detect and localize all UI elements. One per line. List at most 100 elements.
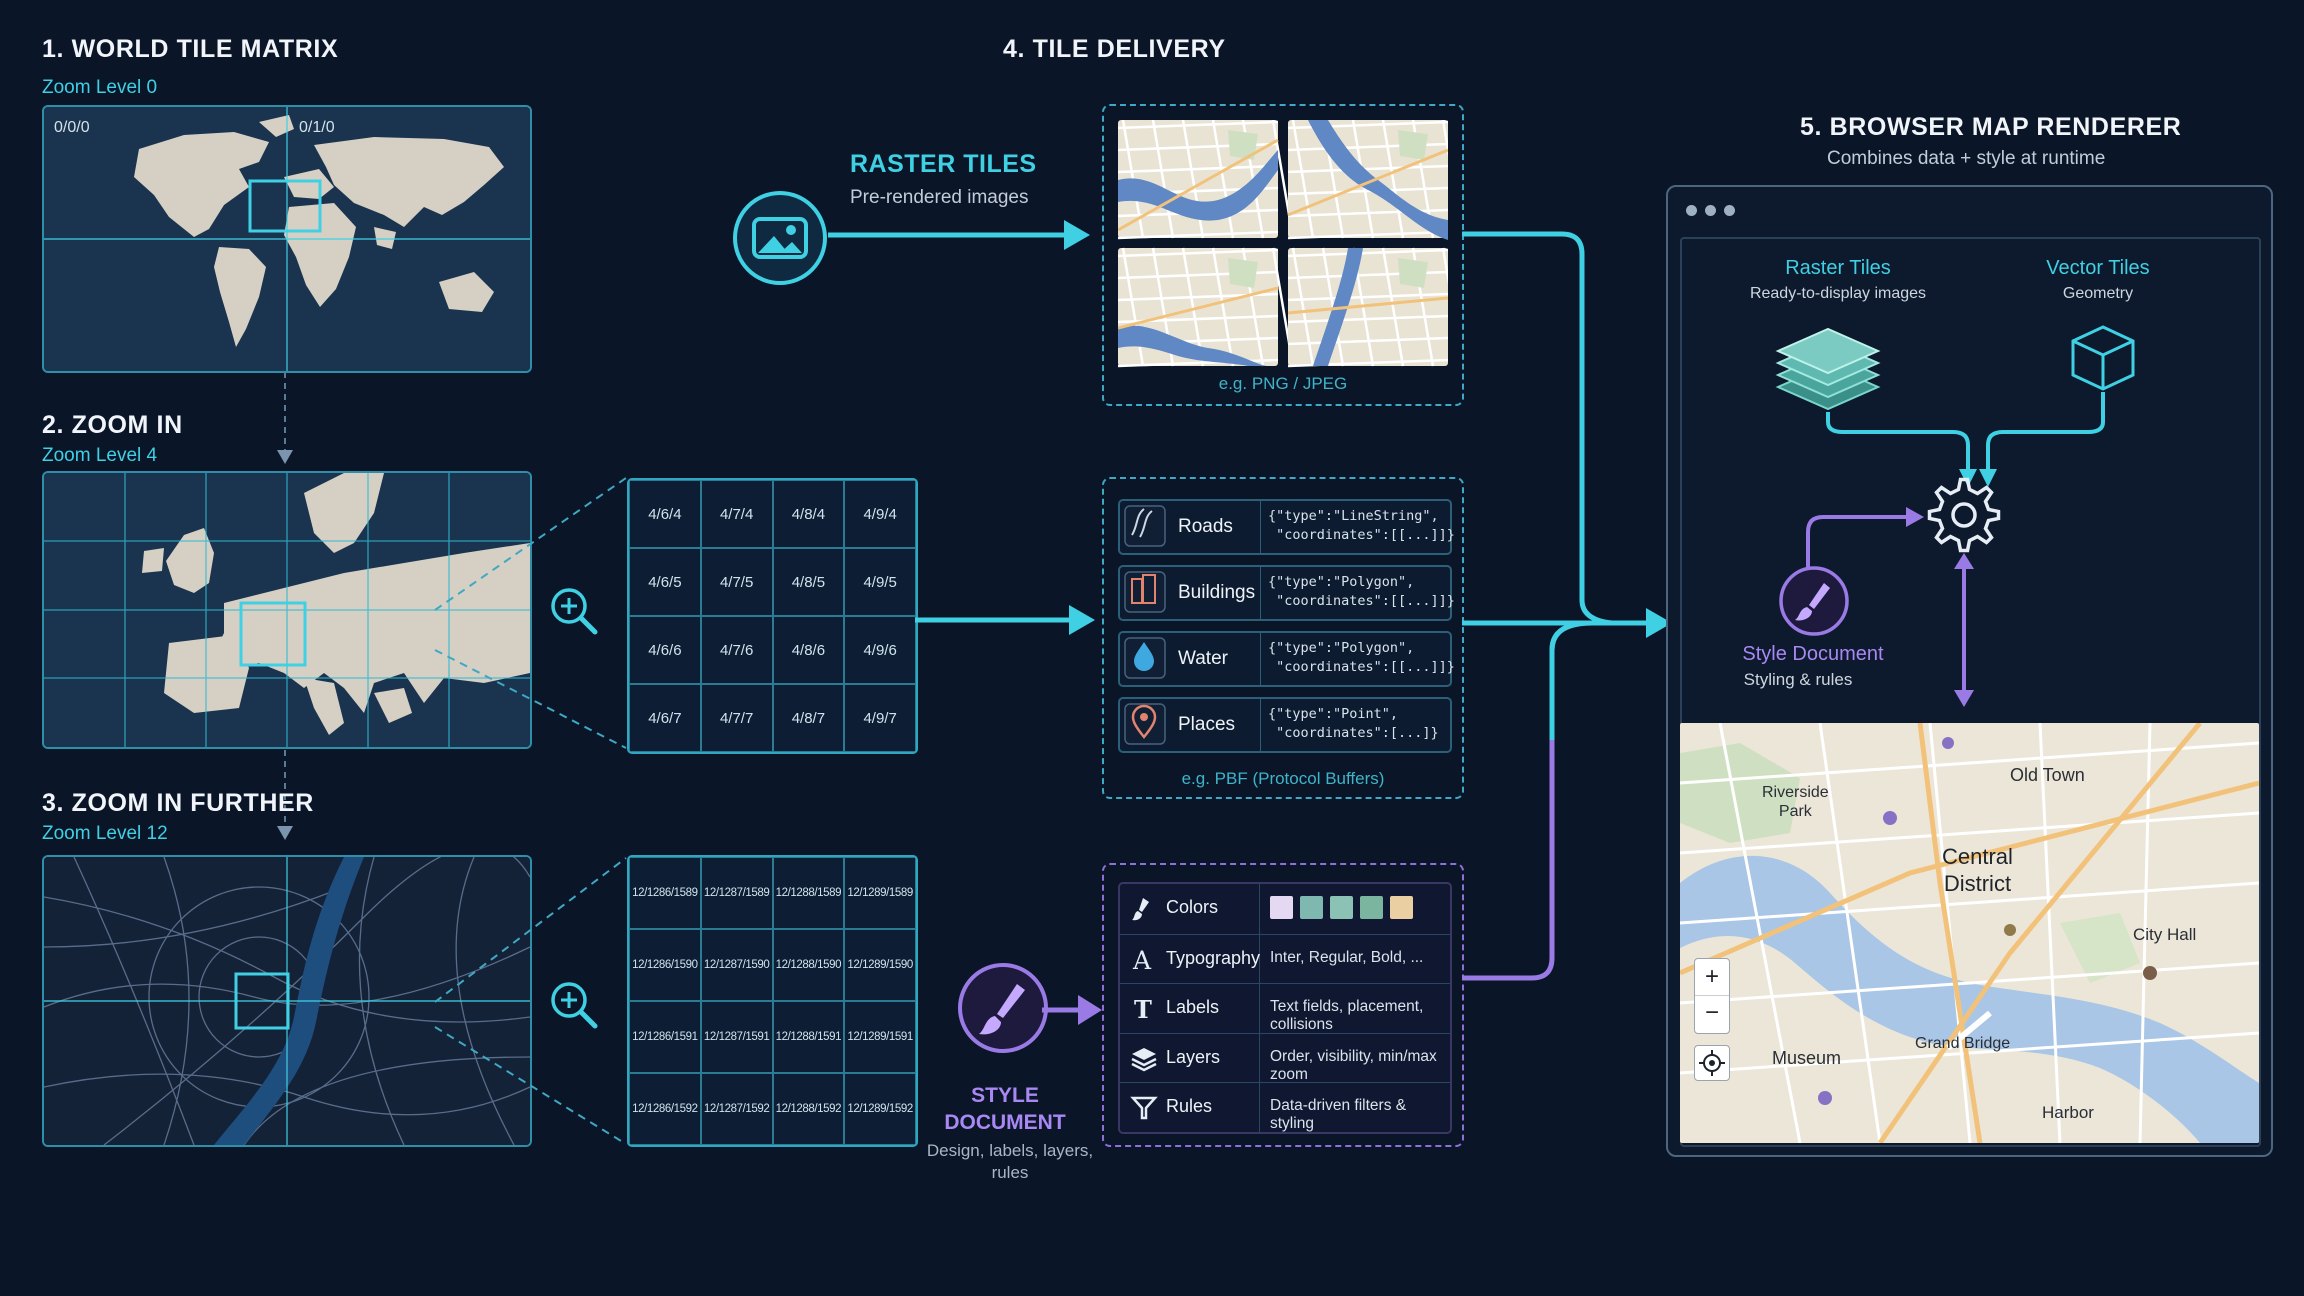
window-dot-icon[interactable] [1705,205,1716,216]
zoom-12-tile: 12/1287/1589 [700,857,773,929]
map-label-city-hall: City Hall [2133,925,2197,944]
color-swatch [1390,896,1413,919]
vector-layer-geometry: {"type":"Polygon", "coordinates":[[...]]… [1268,640,1455,675]
browser-viewport [1680,237,2261,1147]
zoom-12-tile: 12/1289/1589 [844,857,916,929]
map-zoom-in-button[interactable]: + [1695,959,1729,996]
tile-label-0-0-0: 0/0/0 [54,119,90,136]
buildings-icon [1124,571,1166,613]
zoom-12-tile: 12/1286/1592 [629,1073,701,1145]
zoom-12-tile: 12/1289/1590 [844,929,916,1001]
vector-layer-label: Water [1178,648,1228,669]
gear-icon [1927,477,2001,553]
world-tile-map: 0/0/0 0/1/0 [42,105,532,373]
zoom-12-tile: 12/1289/1591 [844,1001,916,1073]
renderer-vector-subtitle: Geometry [2062,285,2134,302]
filter-icon [1130,1097,1158,1120]
color-swatch [1360,896,1383,919]
renderer-style-subtitle: Styling & rules [1743,670,1853,689]
raster-arrow [828,220,1090,250]
renderer-flow-graphic [1775,325,2135,707]
vector-layer-row: Roads {"type":"LineString", "coordinates"… [1118,499,1455,555]
zoom-4-tile: 4/6/5 [629,548,701,616]
zoom-4-tile: 4/8/4 [772,480,845,548]
color-swatch [1270,896,1293,919]
map-label-riverside-line2: Park [1778,803,1812,820]
section-1-zoom-level: Zoom Level 0 [42,77,158,98]
window-dot-icon[interactable] [1724,205,1735,216]
vector-layer-geometry: {"type":"LineString", "coordinates":[[..… [1268,508,1455,543]
renderer-vector-title: Vector Tiles [2046,257,2150,279]
color-swatches [1270,896,1413,919]
zoom-12-tile: 12/1288/1592 [772,1073,845,1145]
zoom-4-tile: 4/6/6 [629,616,701,684]
paintbrush-icon [958,963,1048,1053]
world-map-graphic [44,107,530,371]
vector-layer-label: Roads [1178,516,1233,537]
roads-icon [1124,505,1166,547]
vector-arrow [915,605,1095,635]
style-rule-row: A Typography Inter, Regular, Bold, ... [1120,933,1450,984]
style-rule-value: Inter, Regular, Bold, ... [1270,948,1424,966]
raster-tiles-subtitle: Pre-rendered images [850,187,1029,208]
vector-layer-geometry: {"type":"Point", "coordinates":[...]} [1268,706,1439,741]
vector-row-divider [1260,567,1261,619]
window-dot-icon[interactable] [1686,205,1697,216]
layers-icon [1131,1047,1157,1072]
typography-icon: A [1132,946,1152,975]
zoom-4-tile: 4/6/4 [629,480,701,548]
vector-format-label: e.g. PBF (Protocol Buffers) [1181,769,1385,788]
zoom-4-tile: 4/8/6 [772,616,845,684]
zoom-4-tile: 4/9/6 [844,616,916,684]
image-icon [733,191,827,285]
browser-window: Raster Tiles Ready-to-display images Vec… [1666,185,2273,1157]
section-4-title: 4. TILE DELIVERY [1003,35,1226,63]
vector-layer-row: Buildings {"type":"Polygon", "coordinates… [1118,565,1455,621]
zoom-12-tile: 12/1287/1590 [700,929,773,1001]
renderer-style-title: Style Document [1742,643,1884,665]
zoom-focus-box-1 [248,179,322,233]
europe-map-graphic [44,473,530,747]
section-3-zoom-level: Zoom Level 12 [42,823,168,844]
europe-tile-map [42,471,532,749]
zoom-4-tile: 4/9/5 [844,548,916,616]
style-rule-value: Text fields, placement, collisions [1270,998,1424,1034]
connector-down-2 [277,750,293,840]
style-rule-label: Rules [1166,1096,1213,1117]
vector-layer-label: Buildings [1178,582,1256,603]
zoom-4-tile: 4/9/4 [844,480,916,548]
color-swatch [1330,896,1353,919]
rendered-map-graphic [1680,723,2259,1143]
zoom-4-tile: 4/7/7 [700,684,773,752]
raster-tile-image [1118,120,1295,240]
zoom-4-tile: 4/9/7 [844,684,916,752]
map-label-old-town: Old Town [2010,765,2085,785]
zoom-focus-box-3 [234,972,290,1030]
merge-connectors [1462,231,1672,981]
vector-row-divider [1260,501,1261,553]
zoom-4-tile: 4/8/7 [772,684,845,752]
zoom-4-tile: 4/6/7 [629,684,701,752]
style-rule-label: Typography [1166,947,1261,968]
zoom-in-icon-2 [551,982,598,1029]
vector-row-divider [1260,633,1261,685]
connector-down-1 [277,372,293,464]
map-locate-button[interactable] [1694,1045,1730,1081]
vector-layer-geometry: {"type":"Polygon", "coordinates":[[...]]… [1268,574,1455,609]
tile-label-0-1-0: 0/1/0 [299,119,335,136]
rendered-map[interactable]: Riverside Park Old Town Central District… [1680,723,2259,1143]
vector-row-divider [1260,699,1261,751]
vector-layer-row: Places{"type":"Point", "coordinates":[..… [1118,697,1452,753]
renderer-raster-title: Raster Tiles [1785,257,1891,279]
section-1-title: 1. WORLD TILE MATRIX [42,35,339,63]
browser-window-controls [1686,205,1735,216]
map-zoom-out-button[interactable]: − [1704,999,1719,1026]
zoom-12-tile: 12/1288/1590 [772,929,845,1001]
style-rule-value: Order, visibility, min/max zoom [1270,1047,1437,1083]
map-label-central-district: Central District [1942,843,2013,897]
vector-layer-row: Water {"type":"Polygon", "coordinates":[[… [1118,631,1455,687]
map-label-harbor: Harbor [2042,1103,2094,1122]
